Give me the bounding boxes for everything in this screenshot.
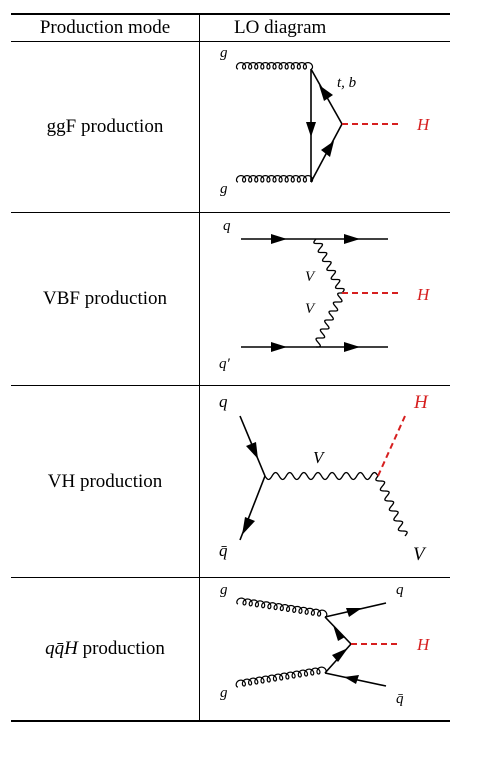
mode-vbf-suffix: production — [79, 288, 168, 309]
qqh-gluon-top — [236, 597, 328, 618]
vbf-label-q-prime: q′ — [219, 356, 231, 372]
header-rule — [11, 41, 450, 42]
ggf-label-g-top: g — [220, 45, 228, 61]
vbf-label-v-top: V — [305, 269, 316, 285]
ggf-gluon-top — [235, 61, 314, 70]
ggf-label-quark: t, b — [337, 75, 357, 91]
vh-label-q: q — [219, 392, 228, 411]
vbf-label-higgs: H — [416, 285, 431, 304]
ggf-label-higgs: H — [416, 115, 431, 134]
vh-boson-propagator — [264, 471, 379, 481]
row-rule-2 — [11, 385, 450, 386]
vh-label-higgs: H — [413, 392, 429, 413]
qqh-label-higgs: H — [416, 635, 431, 654]
column-rule — [199, 14, 200, 721]
mode-ggf-main: ggF — [46, 116, 77, 137]
ggf-arrow-upper — [319, 85, 333, 101]
mode-vh: VH production — [11, 386, 199, 577]
qqh-label-qbar-out: q̄ — [396, 691, 404, 707]
mode-qqh: qq̄H production — [11, 578, 199, 720]
mode-ggf-suffix: production — [76, 116, 164, 137]
qqh-gluon-bottom — [235, 666, 327, 688]
vh-higgs-line — [377, 415, 406, 477]
ggf-arrow-lower — [321, 141, 334, 157]
qqh-arrow-vertical-lower — [332, 648, 348, 662]
vbf-label-v-bottom: V — [305, 301, 316, 317]
row-rule-3 — [11, 577, 450, 578]
top-rule — [11, 13, 450, 15]
mode-ggf: ggF production — [11, 42, 199, 212]
header-lo-diagram-label: LO diagram — [234, 16, 327, 38]
mode-vh-suffix: production — [75, 470, 163, 492]
vbf-label-q-in: q — [223, 218, 231, 234]
header-lo-diagram: LO diagram — [200, 14, 390, 41]
vbf-arrow-bottom-right — [344, 342, 360, 352]
vh-label-qbar: q̄ — [219, 541, 228, 560]
ggf-gluon-bottom — [235, 174, 314, 183]
header-production-mode-label: Production mode — [39, 16, 171, 38]
mode-vh-main: VH — [47, 470, 76, 492]
mode-vbf: VBF production — [11, 213, 199, 385]
mode-qqh-main: qq̄H — [45, 638, 78, 659]
vbf-arrow-top-right — [344, 234, 360, 244]
mode-qqh-suffix: production — [77, 638, 165, 659]
qqh-label-q-out: q — [396, 582, 404, 598]
header-production-mode: Production mode — [11, 14, 199, 41]
ggf-label-g-bottom: g — [220, 181, 228, 197]
vh-arrow-antiquark — [242, 517, 255, 535]
vh-label-v-mid: V — [313, 448, 326, 467]
row-rule-1 — [11, 212, 450, 213]
vh-label-v-out: V — [413, 544, 427, 565]
vh-arrow-quark — [246, 442, 258, 459]
vbf-arrow-top-left — [271, 234, 287, 244]
qqh-arrow-vertical-upper — [333, 625, 345, 641]
vh-boson-out — [375, 475, 408, 537]
vbf-arrow-bottom-left — [271, 342, 287, 352]
vbf-boson-top — [313, 238, 345, 294]
bottom-rule — [11, 720, 450, 722]
qqh-arrow-antiquark-out — [344, 675, 359, 684]
mode-vbf-main: VBF — [42, 288, 80, 309]
vbf-boson-bottom — [315, 292, 343, 348]
ggf-arrow-left — [306, 122, 316, 137]
qqh-label-g-top: g — [220, 582, 228, 598]
qqh-arrow-quark-out — [346, 608, 362, 617]
qqh-label-g-bottom: g — [220, 685, 228, 701]
